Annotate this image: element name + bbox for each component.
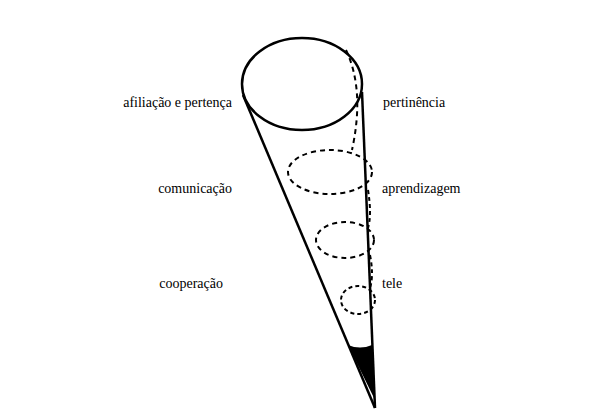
cone-side xyxy=(243,95,375,408)
side-label: comunicação xyxy=(158,181,232,196)
spiral-loop xyxy=(316,222,374,258)
side-label: tele xyxy=(382,276,402,291)
spiral-path xyxy=(370,255,372,288)
spiral-loop xyxy=(341,286,375,314)
spiral-loop xyxy=(288,150,372,194)
spiral-path xyxy=(368,190,370,228)
side-label: aprendizagem xyxy=(382,181,461,196)
side-label: cooperação xyxy=(159,276,223,291)
side-label: afiliação e pertença xyxy=(123,95,232,110)
spiral-path xyxy=(346,50,357,150)
side-label: pertinência xyxy=(383,95,445,110)
cone-rim xyxy=(242,38,362,130)
cone-tip xyxy=(348,345,375,400)
